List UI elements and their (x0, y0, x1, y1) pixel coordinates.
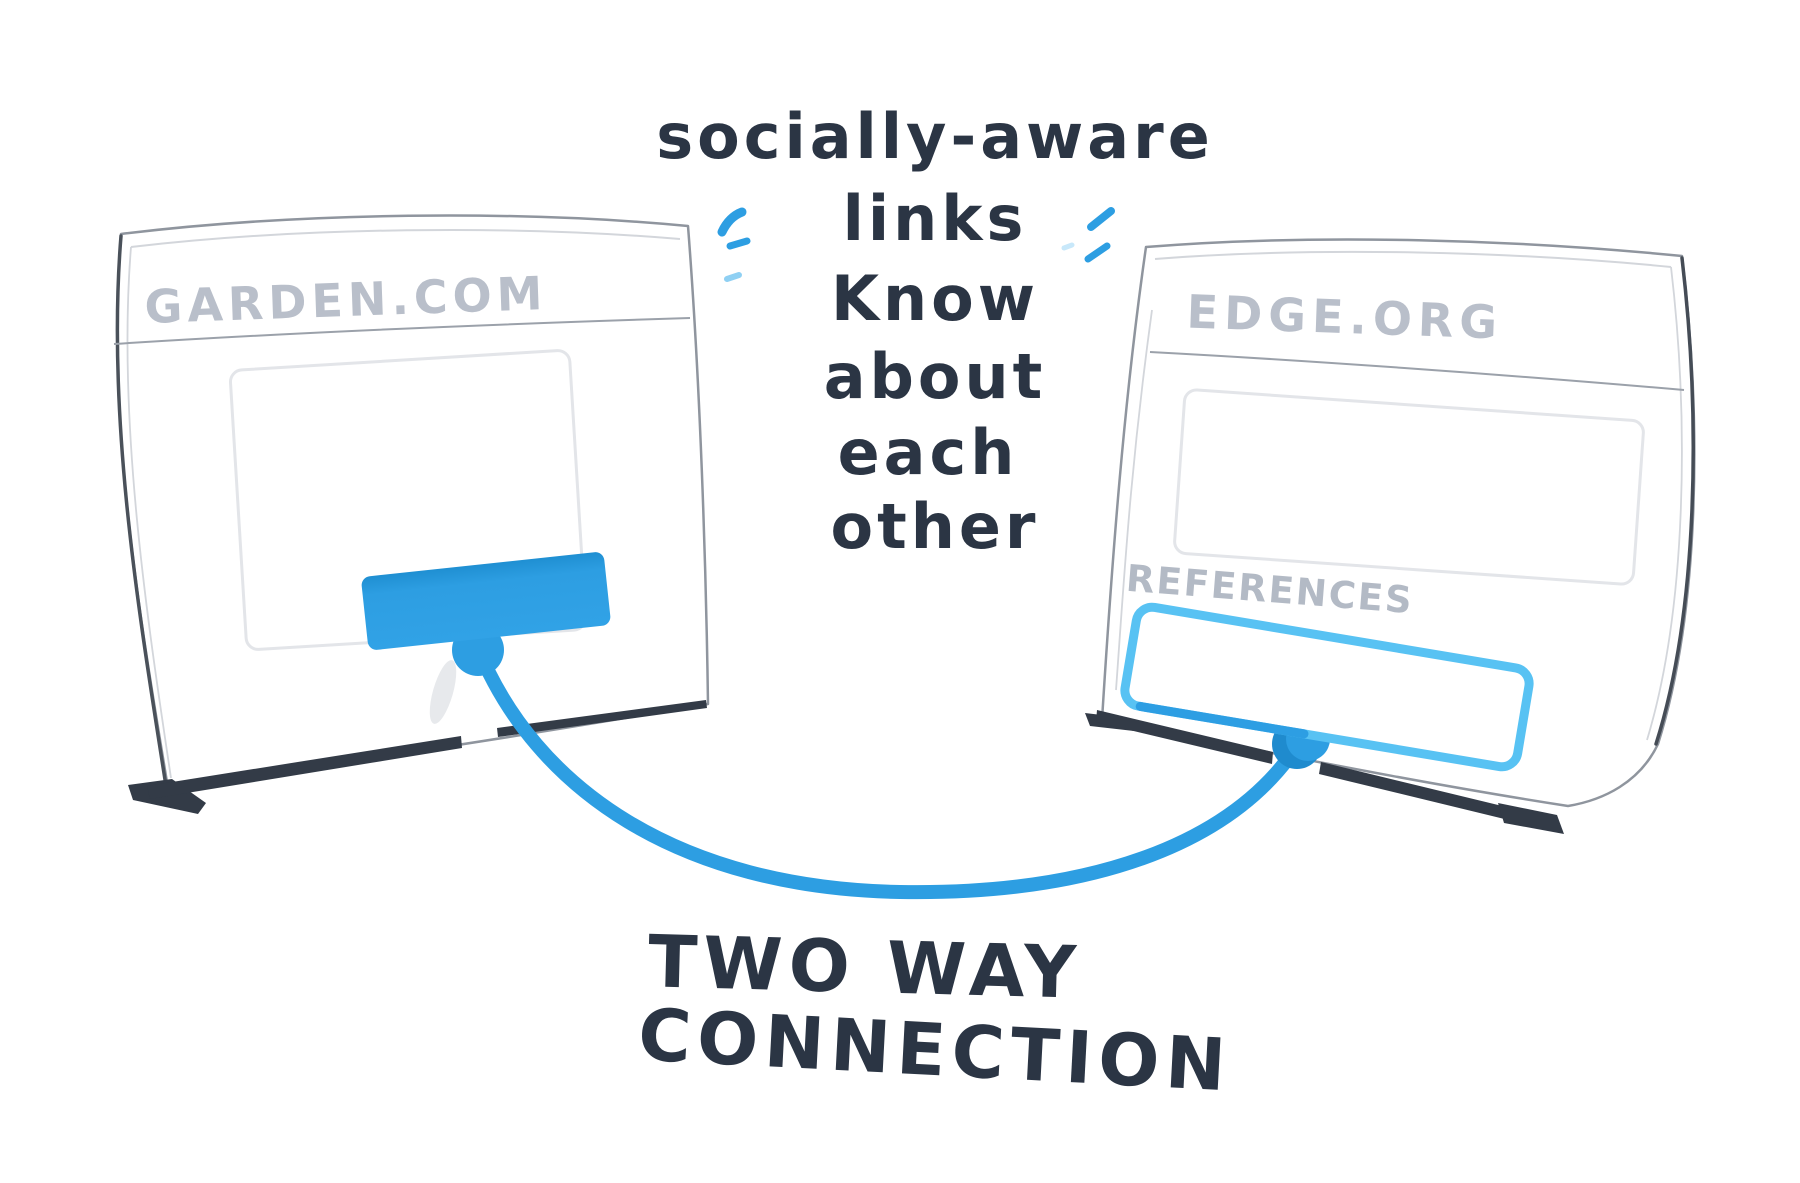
anchor-shadow (429, 660, 457, 724)
sparkle-dash (1084, 242, 1111, 263)
edge-window-header-divider (1149, 351, 1685, 391)
garden-window: GARDEN.COM (113, 214, 710, 790)
emphasis-dashes-right-icon (1061, 207, 1115, 263)
edge-window-right-edge-accent (1654, 256, 1695, 746)
garden-link-block (361, 552, 611, 676)
garden-base-bar-left (147, 736, 462, 799)
headline-line: socially-aware (656, 100, 1214, 173)
sparkle-dash (1061, 242, 1075, 251)
headline-line: about (824, 340, 1047, 413)
edge-site-title: EDGE.ORG (1186, 284, 1504, 349)
sparkle-dash (724, 272, 742, 282)
edge-window-inner-left-line (1115, 309, 1153, 691)
garden-window-inner-left-line (126, 246, 172, 779)
edge-window-base (1085, 710, 1564, 834)
edge-window-inner-right-line (1646, 266, 1683, 741)
sparkle-dash (717, 207, 747, 237)
garden-window-left-edge-accent (115, 234, 168, 788)
garden-window-inner-top-line (130, 228, 681, 248)
headline: socially-aware links Know about each oth… (656, 100, 1214, 563)
headline-line: Know (831, 262, 1039, 335)
garden-window-header-divider (113, 317, 691, 345)
references-box (1120, 602, 1534, 772)
references-box-shade-edge (1135, 701, 1309, 739)
caption-line: CONNECTION (636, 993, 1234, 1108)
sparkle-dash (726, 237, 751, 250)
two-way-connection-line (470, 639, 1308, 900)
edge-base-bar-left (1096, 710, 1273, 764)
headline-line: links (843, 182, 1028, 255)
edge-references-block (1120, 602, 1534, 772)
headline-line: each (838, 416, 1019, 489)
emphasis-dashes-left-icon (717, 207, 751, 282)
garden-window-base (128, 700, 707, 814)
edge-content-box (1173, 388, 1645, 586)
caption-line: TWO WAY (647, 919, 1083, 1014)
connection-caption: TWO WAY CONNECTION (636, 919, 1234, 1107)
edge-window-inner-top-line (1154, 250, 1672, 268)
garden-base-bar-right (497, 700, 707, 737)
edge-base-bar-right (1319, 762, 1527, 824)
sparkle-dash (1087, 207, 1115, 231)
edge-base-foot-right (1498, 803, 1564, 834)
garden-link-rect (361, 552, 611, 650)
headline-line: other (831, 490, 1040, 563)
